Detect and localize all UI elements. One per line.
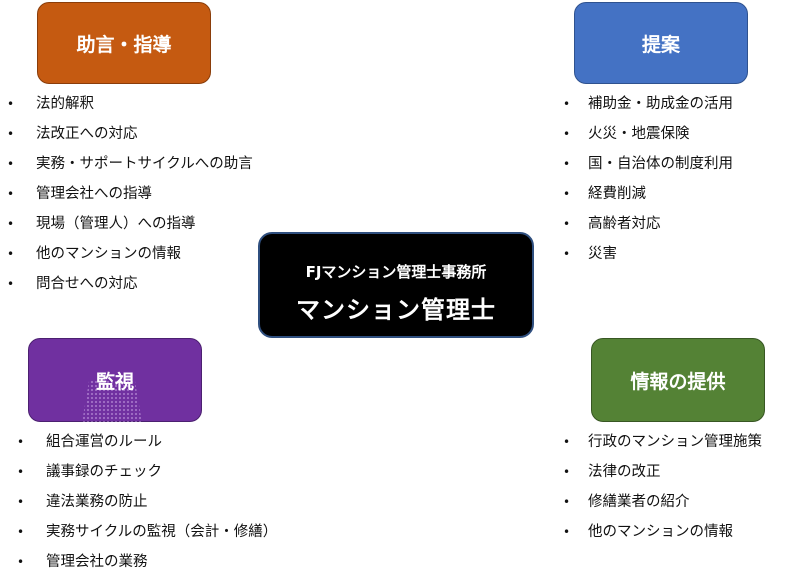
monitoring-label: 監視 (95, 370, 134, 393)
list-item-text: 組合運営のルール (46, 434, 162, 450)
bullet-icon: • (7, 97, 15, 111)
list-item: • 行政のマンション管理施策 (563, 427, 798, 457)
information-provision-box: 情報の提供 (591, 338, 765, 422)
bullet-icon: • (563, 97, 571, 111)
bullet-icon: • (563, 217, 571, 231)
bullet-icon: • (17, 435, 25, 449)
bullet-icon: • (563, 127, 571, 141)
list-item: • 修繕業者の紹介 (563, 487, 798, 517)
list-item-text: 補助金・助成金の活用 (588, 96, 733, 112)
list-item-text: 管理会社の業務 (46, 554, 148, 570)
bullet-icon: • (17, 495, 25, 509)
list-item-text: 火災・地震保険 (588, 126, 690, 142)
list-item: • 他のマンションの情報 (0, 239, 320, 269)
list-item: • 法改正への対応 (0, 119, 320, 149)
bullet-icon: • (563, 247, 571, 261)
center-title: マンション管理士 (296, 296, 496, 324)
bullet-icon: • (17, 525, 25, 539)
list-item-text: 法的解釈 (36, 96, 94, 112)
list-item-text: 他のマンションの情報 (588, 524, 733, 540)
list-item-text: 問合せへの対応 (36, 276, 138, 292)
information-provision-label: 情報の提供 (630, 370, 726, 393)
list-item-text: 違法業務の防止 (46, 494, 148, 510)
monitoring-list: • 組合運営のルール • 議事録のチェック • 違法業務の防止 • 実務サイクルの監視（会計・… (17, 427, 357, 577)
bullet-icon: • (7, 217, 15, 231)
bullet-icon: • (563, 435, 571, 449)
list-item-text: 行政のマンション管理施策 (588, 434, 762, 450)
advice-guidance-box: 助言・指導 (37, 2, 211, 84)
information-provision-list: • 行政のマンション管理施策 • 法律の改正 • 修繕業者の紹介 • 他のマンションの情報 (563, 427, 798, 547)
list-item-text: 実務・サポートサイクルへの助言 (36, 156, 253, 172)
list-item: • 法律の改正 (563, 457, 798, 487)
list-item: • 補助金・助成金の活用 (563, 89, 798, 119)
bullet-icon: • (563, 187, 571, 201)
list-item: • 組合運営のルール (17, 427, 357, 457)
bullet-icon: • (563, 465, 571, 479)
list-item-text: 国・自治体の制度利用 (588, 156, 733, 172)
list-item: • 他のマンションの情報 (563, 517, 798, 547)
list-item: • 議事録のチェック (17, 457, 357, 487)
list-item-text: 管理会社への指導 (36, 186, 152, 202)
list-item: • 実務・サポートサイクルへの助言 (0, 149, 320, 179)
list-item: • 現場（管理人）への指導 (0, 209, 320, 239)
list-item: • 法的解釈 (0, 89, 320, 119)
list-item-text: 他のマンションの情報 (36, 246, 181, 262)
list-item-text: 災害 (588, 246, 617, 262)
proposal-list: • 補助金・助成金の活用 • 火災・地震保険 • 国・自治体の制度利用 • 経費削減 • 高齢者対… (563, 89, 798, 269)
bullet-icon: • (17, 465, 25, 479)
list-item: • 管理会社の業務 (17, 547, 357, 577)
bullet-icon: • (17, 555, 25, 569)
bullet-icon: • (7, 277, 15, 291)
monitoring-box: 監視 (28, 338, 202, 422)
bullet-icon: • (7, 127, 15, 141)
bullet-icon: • (563, 495, 571, 509)
office-name: FJマンション管理士事務所 (305, 263, 487, 281)
list-item-text: 法改正への対応 (36, 126, 138, 142)
decorative-dot-pattern (82, 380, 142, 422)
list-item-text: 実務サイクルの監視（会計・修繕） (46, 524, 278, 540)
list-item-text: 経費削減 (588, 186, 646, 202)
list-item: • 災害 (563, 239, 798, 269)
advice-guidance-label: 助言・指導 (76, 33, 172, 56)
bullet-icon: • (7, 247, 15, 261)
list-item: • 問合せへの対応 (0, 269, 320, 299)
list-item-text: 高齢者対応 (588, 216, 661, 232)
proposal-box: 提案 (574, 2, 748, 84)
list-item: • 火災・地震保険 (563, 119, 798, 149)
list-item-text: 修繕業者の紹介 (588, 494, 690, 510)
list-item: • 国・自治体の制度利用 (563, 149, 798, 179)
list-item: • 実務サイクルの監視（会計・修繕） (17, 517, 357, 547)
list-item-text: 現場（管理人）への指導 (36, 216, 196, 232)
bullet-icon: • (563, 157, 571, 171)
proposal-label: 提案 (641, 33, 680, 56)
bullet-icon: • (7, 157, 15, 171)
list-item-text: 議事録のチェック (46, 464, 162, 480)
bullet-icon: • (563, 525, 571, 539)
list-item: • 経費削減 (563, 179, 798, 209)
advice-guidance-list: • 法的解釈 • 法改正への対応 • 実務・サポートサイクルへの助言 • 管理会社への指導 • 現… (0, 89, 320, 299)
center-office-box: FJマンション管理士事務所 マンション管理士 (258, 232, 534, 338)
list-item: • 管理会社への指導 (0, 179, 320, 209)
bullet-icon: • (7, 187, 15, 201)
list-item: • 高齢者対応 (563, 209, 798, 239)
list-item: • 違法業務の防止 (17, 487, 357, 517)
list-item-text: 法律の改正 (588, 464, 661, 480)
